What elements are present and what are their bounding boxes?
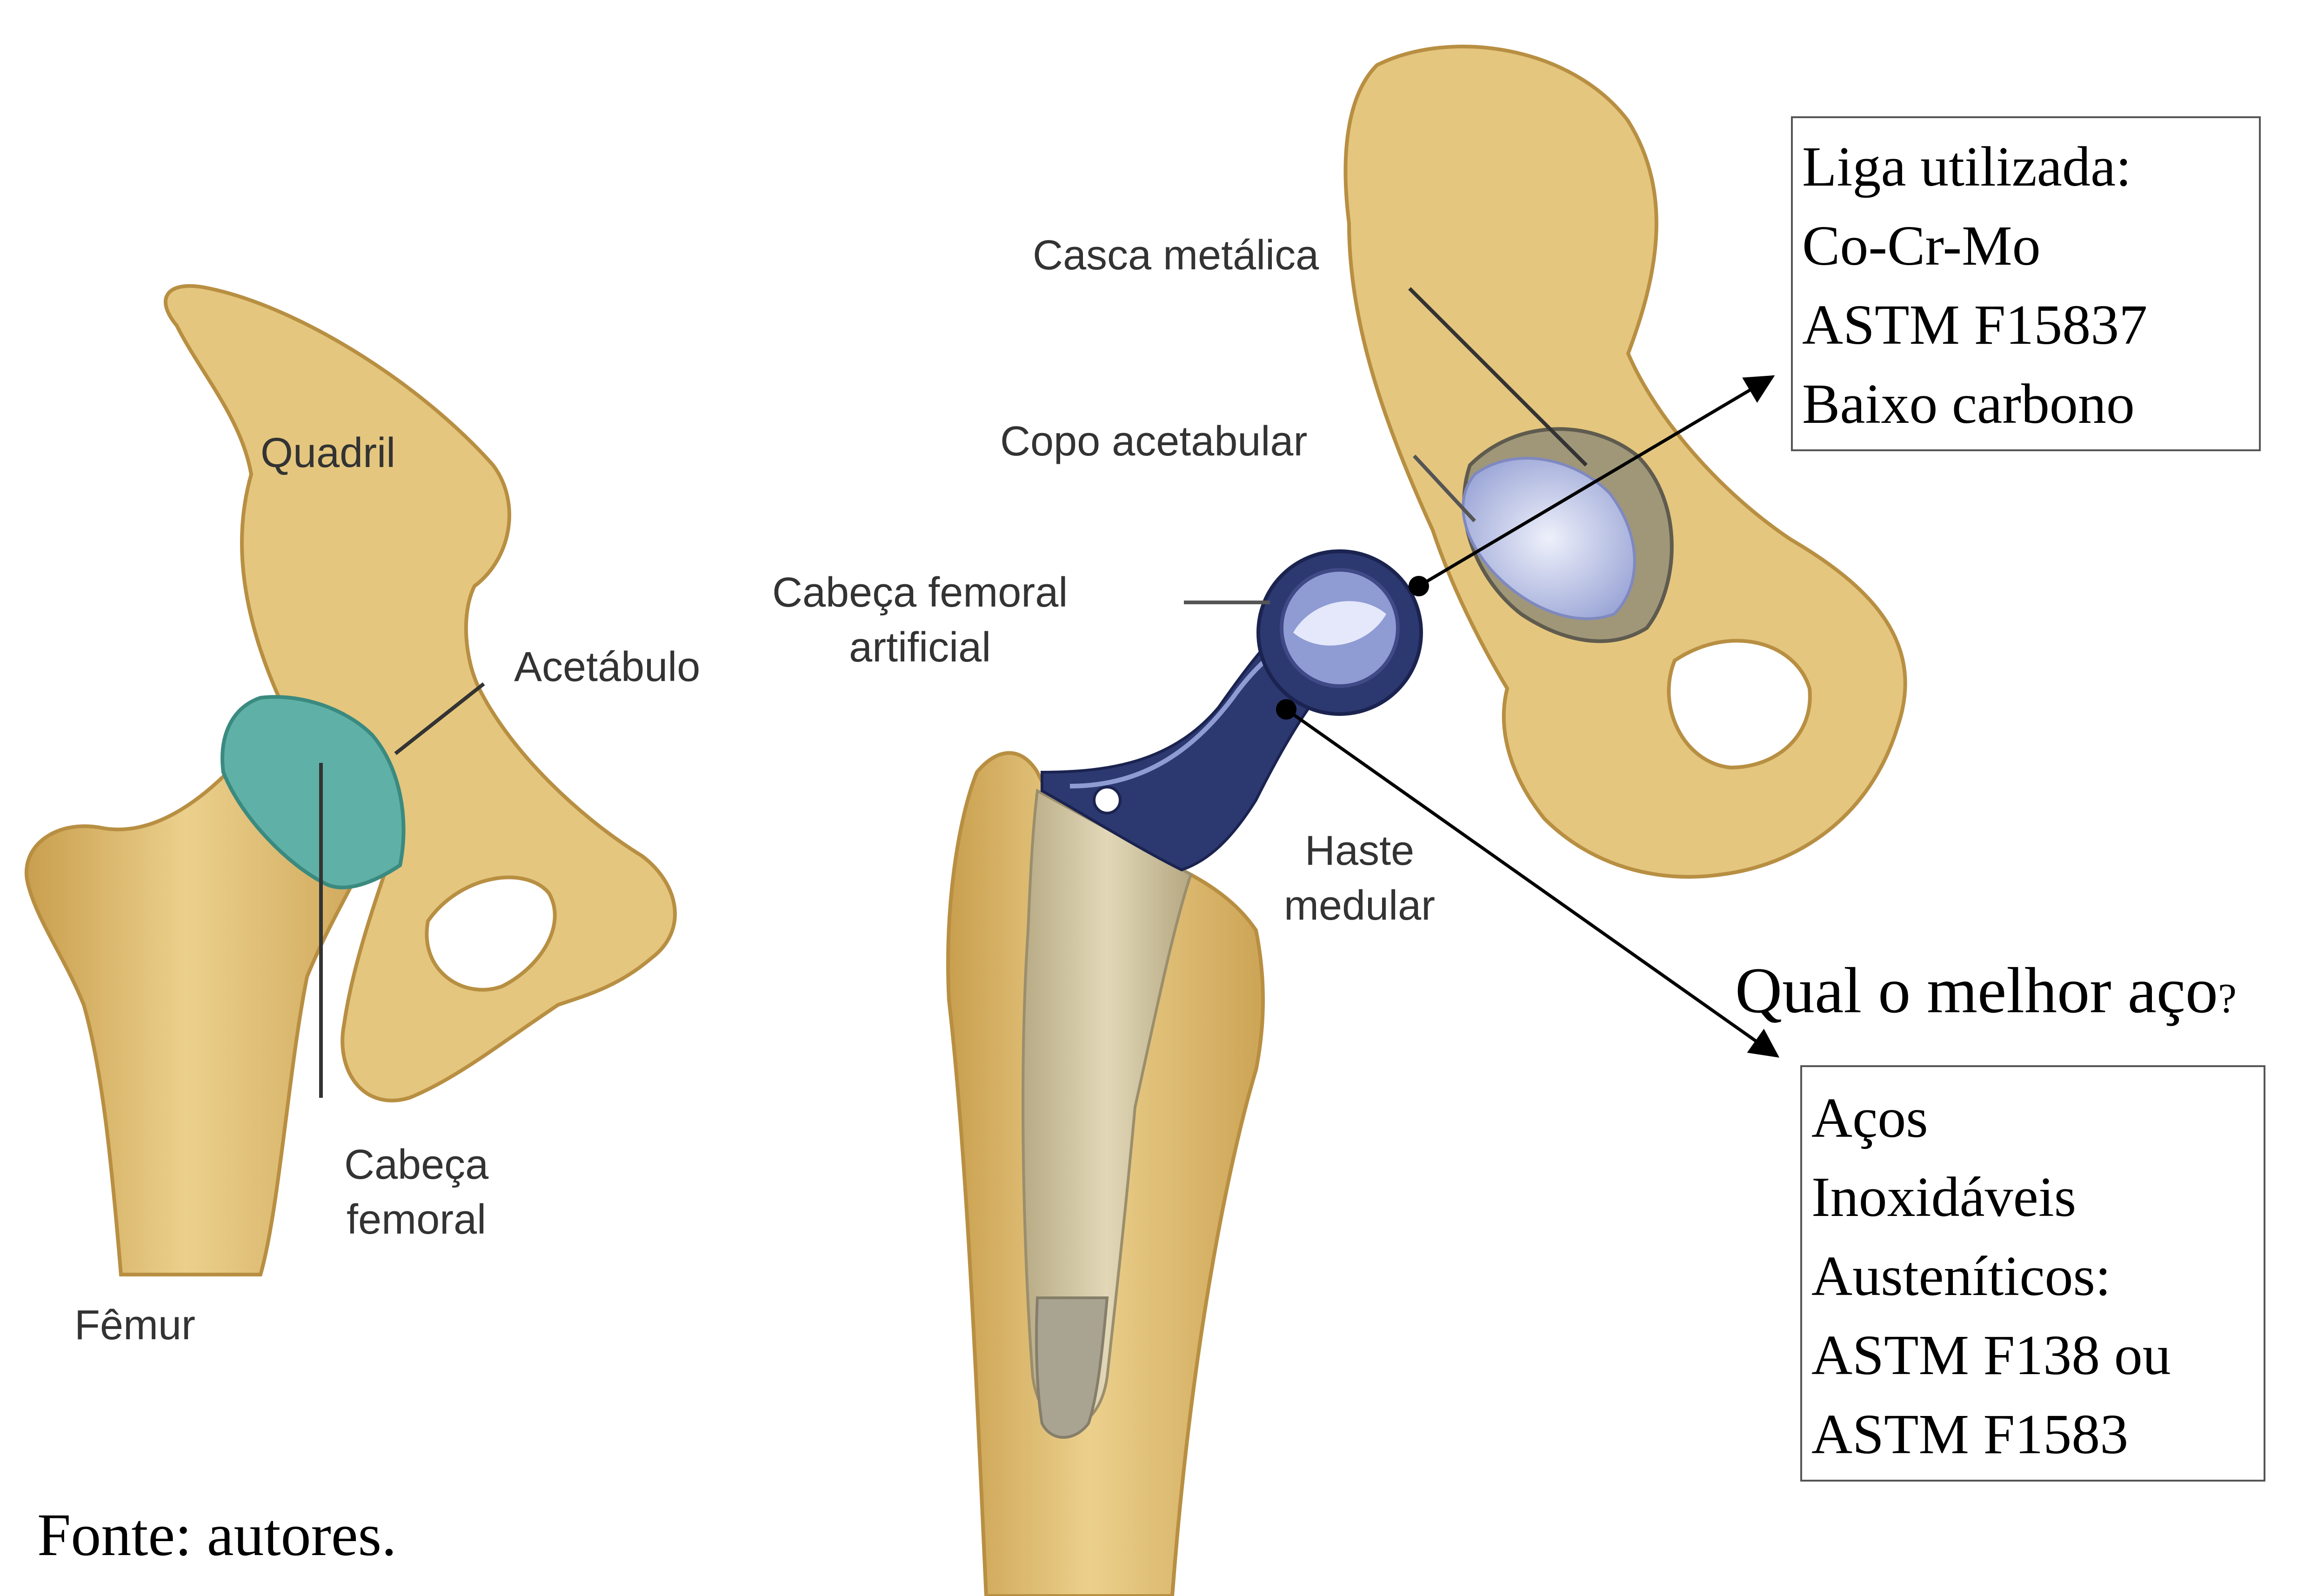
steel-line-3: Austeníticos:	[1811, 1237, 2264, 1316]
question-mark: ?	[2218, 975, 2237, 1022]
steel-line-5: ASTM F1583	[1811, 1395, 2264, 1474]
cabeca-femoral-artificial-label: Cabeça femoral artificial	[772, 565, 1068, 675]
casca-metalica-label: Casca metálica	[1033, 228, 1319, 283]
alloy-info-box: Liga utilizada: Co-Cr-Mo ASTM F15837 Bai…	[1791, 116, 2261, 451]
steel-arrow-origin	[1276, 699, 1296, 720]
steel-info-box: Aços Inoxidáveis Austeníticos: ASTM F138…	[1800, 1065, 2265, 1482]
acetabulo-label: Acetábulo	[514, 640, 700, 694]
cabeca-femoral-label: Cabeça femoral	[344, 1137, 488, 1247]
steel-line-2: Inoxidáveis	[1811, 1158, 2264, 1237]
question-text: Qual o melhor aço?	[1735, 951, 2237, 1038]
source-caption: Fonte: autores.	[37, 1498, 397, 1572]
alloy-arrow-origin	[1409, 576, 1429, 596]
cabeca-femoral-artificial-line-1: Cabeça femoral	[772, 565, 1068, 620]
cabeca-femoral-line-1: Cabeça	[344, 1137, 488, 1192]
question-main: Qual o melhor aço	[1735, 955, 2218, 1027]
stem-hole	[1094, 787, 1120, 813]
alloy-line-1: Liga utilizada:	[1802, 127, 2259, 207]
alloy-line-4: Baixo carbono	[1802, 365, 2259, 444]
cabeca-femoral-artificial-line-2: artificial	[772, 620, 1068, 675]
haste-medular-line-1: Haste	[1284, 823, 1435, 878]
steel-line-4: ASTM F138 ou	[1811, 1316, 2264, 1395]
cabeca-femoral-line-2: femoral	[344, 1192, 488, 1247]
haste-medular-line-2: medular	[1284, 878, 1435, 933]
femur-label: Fêmur	[74, 1298, 195, 1353]
steel-line-1: Aços	[1811, 1079, 2264, 1158]
alloy-line-3: ASTM F15837	[1802, 286, 2259, 365]
copo-acetabular-label: Copo acetabular	[1000, 414, 1307, 469]
alloy-line-2: Co-Cr-Mo	[1802, 207, 2259, 286]
haste-medular-label: Haste medular	[1284, 823, 1435, 933]
quadril-label: Quadril	[261, 426, 395, 481]
